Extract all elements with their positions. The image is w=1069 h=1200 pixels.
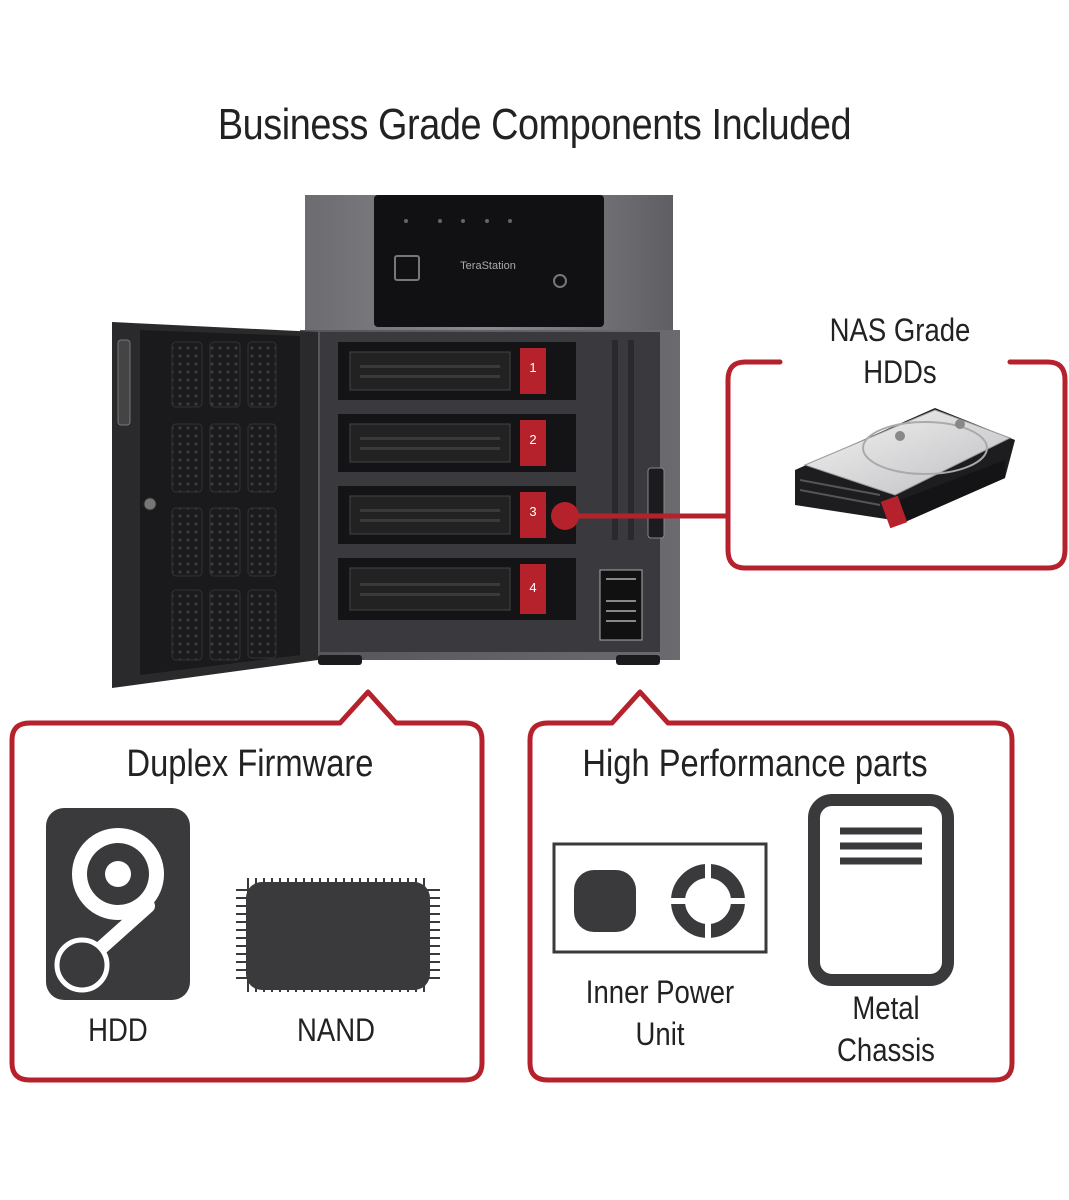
bay-label-4: 4 bbox=[529, 580, 537, 595]
bay-2 bbox=[338, 414, 576, 472]
hdd-callout-title: NAS Grade HDDs bbox=[814, 310, 986, 393]
duplex-title: Duplex Firmware bbox=[126, 743, 374, 785]
bay-1 bbox=[338, 342, 576, 400]
drive-bays bbox=[338, 342, 576, 620]
chassis-line1: Metal bbox=[852, 990, 920, 1026]
power-unit-icon bbox=[552, 842, 768, 954]
power-unit-label: Inner Power Unit bbox=[574, 972, 746, 1055]
bay-3-marker bbox=[551, 502, 579, 530]
bay-4 bbox=[338, 558, 576, 620]
bay-3 bbox=[338, 486, 576, 544]
bay-label-1: 1 bbox=[529, 360, 537, 375]
metal-chassis-icon bbox=[808, 794, 954, 986]
open-door bbox=[112, 322, 318, 688]
hdd-label: HDD bbox=[88, 1012, 148, 1048]
power-unit-line1: Inner Power bbox=[585, 974, 735, 1010]
hdd-callout-line1: NAS Grade bbox=[829, 312, 971, 348]
front-panel bbox=[374, 195, 604, 327]
performance-title: High Performance parts bbox=[582, 743, 928, 785]
nand-chip-icon bbox=[236, 878, 440, 992]
duplex-callout-box bbox=[9, 689, 485, 1083]
hdd-callout-box bbox=[725, 359, 1068, 571]
bay-label-2: 2 bbox=[529, 432, 537, 447]
page-title: Business Grade Components Included bbox=[217, 100, 852, 149]
device-brand: TeraStation bbox=[460, 260, 516, 272]
power-unit-line2: Unit bbox=[635, 1015, 685, 1052]
hdd-disk-icon bbox=[46, 808, 190, 1000]
function-button bbox=[553, 274, 567, 288]
performance-callout-box bbox=[527, 689, 1015, 1083]
chassis-line2: Chassis bbox=[837, 1031, 935, 1068]
chassis-label: Metal Chassis bbox=[800, 988, 972, 1071]
nand-label: NAND bbox=[297, 1012, 375, 1048]
hdd-callout-line2: HDDs bbox=[863, 353, 937, 390]
nas-hdd-image bbox=[795, 408, 1015, 529]
power-button bbox=[394, 255, 420, 281]
bay-label-3: 3 bbox=[529, 504, 537, 519]
nas-device bbox=[112, 195, 680, 688]
